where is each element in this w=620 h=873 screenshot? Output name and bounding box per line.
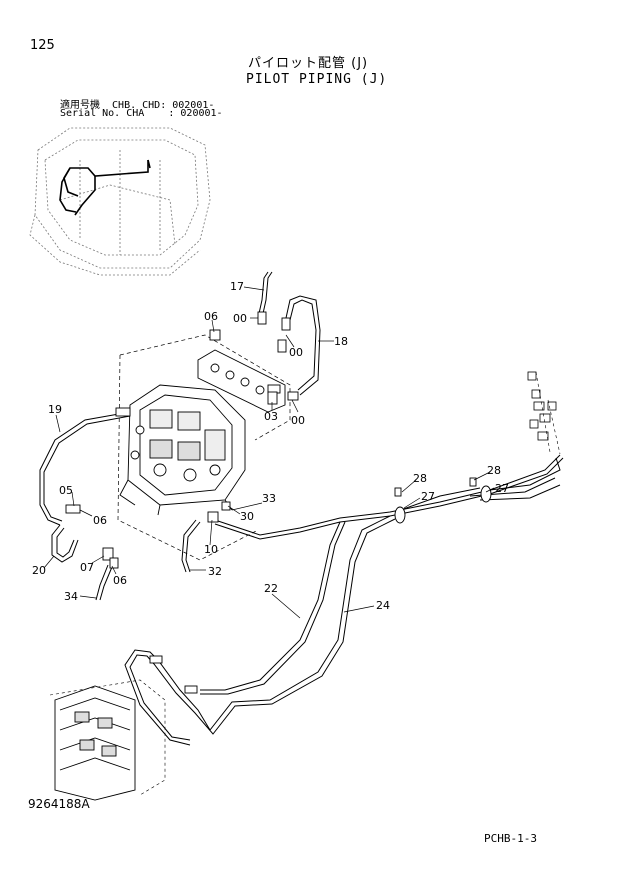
callout-28-left: 28 xyxy=(413,472,427,485)
callout-03: 03 xyxy=(264,410,278,423)
pilot-valve-assembly xyxy=(119,384,246,516)
assembly-dashed-outline xyxy=(117,334,291,561)
callout-18: 18 xyxy=(334,335,348,348)
drawing-number: 9264188A xyxy=(28,797,90,811)
hose-fittings xyxy=(65,311,299,694)
callout-06-upper: 06 xyxy=(204,310,218,323)
callout-05: 05 xyxy=(59,484,73,497)
callout-06-left: 06 xyxy=(93,514,107,527)
title-english: PILOT PIPING (J) xyxy=(246,72,388,87)
callout-20: 20 xyxy=(32,564,46,577)
callout-00-left: 00 xyxy=(233,312,247,325)
callout-17: 17 xyxy=(230,280,244,293)
callout-27-left: 27 xyxy=(421,490,435,503)
callout-leader-lines xyxy=(43,286,495,619)
hose-clamps xyxy=(394,477,492,524)
callout-32: 32 xyxy=(208,565,222,578)
right-adapter-dashed-guide xyxy=(535,371,561,455)
control-valve-dashed-outline xyxy=(49,679,166,796)
machine-overview-sketch xyxy=(29,127,211,276)
callout-24: 24 xyxy=(376,599,390,612)
page-number: 125 xyxy=(30,38,55,53)
title-japanese: パイロット配管 (J) xyxy=(248,56,369,71)
serial-applicability-line-2: Serial No. CHA : 020001- xyxy=(60,108,223,119)
sheet-code: PCHB-1-3 xyxy=(484,832,537,845)
callout-27-right: 27 xyxy=(495,482,509,495)
control-valve xyxy=(54,685,136,801)
solenoid-valve-block xyxy=(197,349,286,413)
callout-10: 10 xyxy=(204,543,218,556)
callout-00-right: 00 xyxy=(289,346,303,359)
overview-highlighted-piping xyxy=(59,159,151,216)
callout-33: 33 xyxy=(262,492,276,505)
callout-28-right: 28 xyxy=(487,464,501,477)
callout-06-lower: 06 xyxy=(113,574,127,587)
callout-00-lower: 00 xyxy=(291,414,305,427)
pilot-hoses xyxy=(39,271,564,746)
callout-19: 19 xyxy=(48,403,62,416)
callout-07: 07 xyxy=(80,561,94,574)
callout-22: 22 xyxy=(264,582,278,595)
callout-30: 30 xyxy=(240,510,254,523)
right-adapter-column xyxy=(527,371,557,441)
serial-applicability-line-1: 適用号機 CHB. CHD: 002001- xyxy=(60,100,215,111)
callout-34: 34 xyxy=(64,590,78,603)
